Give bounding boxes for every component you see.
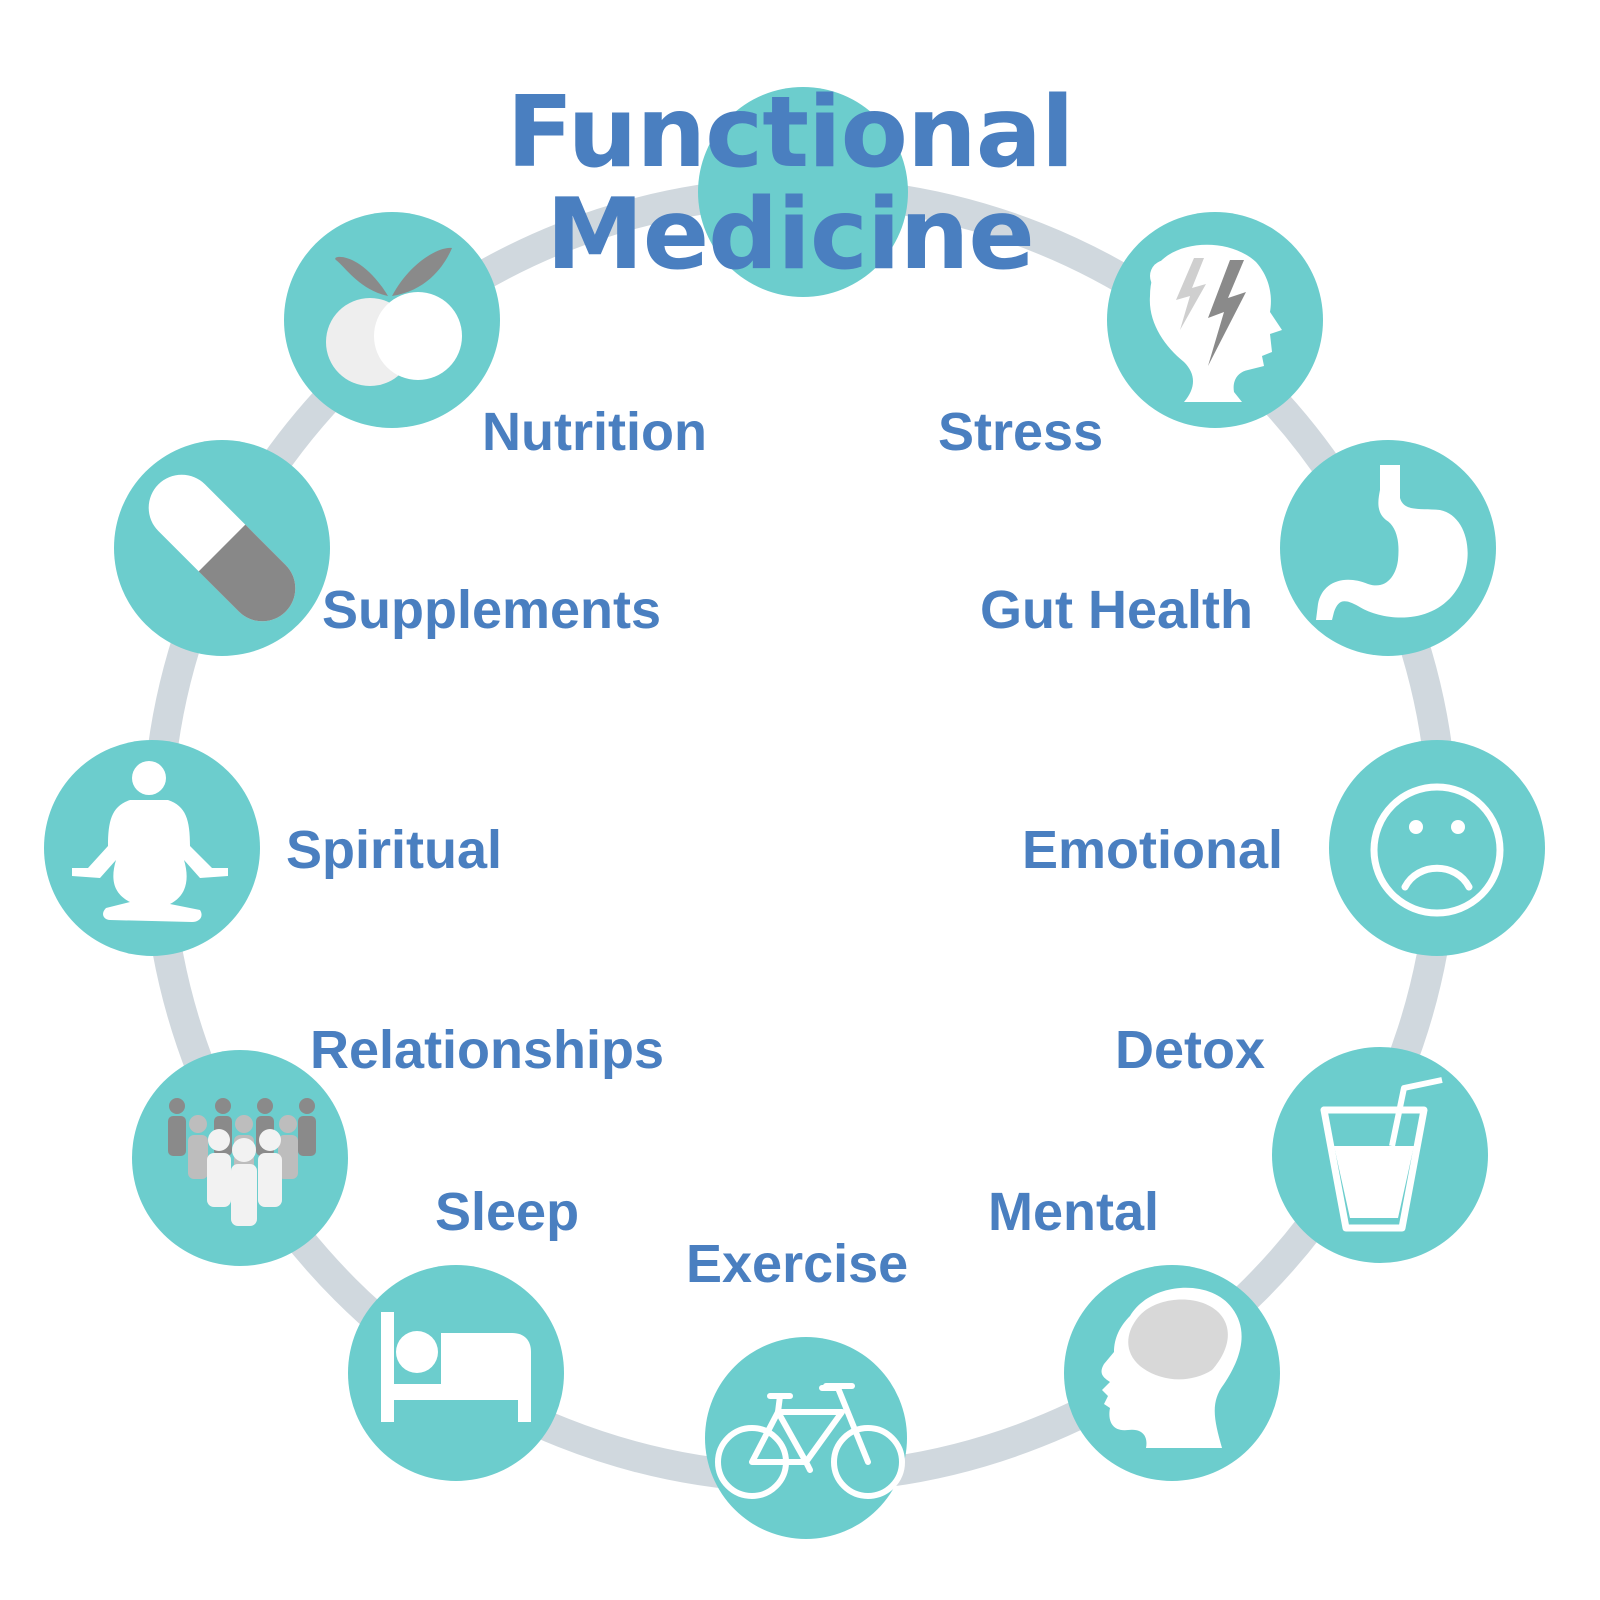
pill-icon bbox=[148, 474, 296, 622]
node-spiritual bbox=[44, 740, 260, 956]
label-nutrition: Nutrition bbox=[482, 402, 707, 462]
top-circle bbox=[698, 87, 908, 297]
node-nutrition bbox=[284, 212, 500, 428]
node-stress bbox=[1107, 212, 1323, 428]
node-exercise bbox=[705, 1337, 907, 1539]
label-supplements: Supplements bbox=[322, 580, 662, 640]
node-relationships bbox=[132, 1050, 348, 1266]
label-relationships: Relationships bbox=[310, 1020, 665, 1080]
node-detox bbox=[1272, 1047, 1488, 1263]
label-emotional: Emotional bbox=[1022, 820, 1284, 880]
node-mental bbox=[1064, 1265, 1280, 1481]
label-stress: Stress bbox=[938, 402, 1104, 462]
label-mental: Mental bbox=[988, 1182, 1160, 1242]
bicycle-icon bbox=[715, 1383, 905, 1499]
brain-head-icon bbox=[1101, 1287, 1242, 1448]
title-line-1: Functional bbox=[506, 76, 1075, 190]
meditation-icon bbox=[72, 761, 228, 922]
label-exercise: Exercise bbox=[686, 1234, 909, 1294]
stomach-icon bbox=[1316, 465, 1468, 620]
label-spiritual: Spiritual bbox=[286, 820, 503, 880]
fruit-icon bbox=[326, 247, 462, 386]
people-group-icon bbox=[168, 1098, 316, 1226]
node-sleep bbox=[348, 1265, 564, 1481]
label-gut-health: Gut Health bbox=[980, 580, 1254, 640]
stressed-head-icon bbox=[1149, 244, 1282, 402]
title-line-2: Medicine bbox=[546, 178, 1035, 292]
drink-cup-icon bbox=[1320, 1077, 1443, 1232]
node-supplements bbox=[114, 440, 330, 656]
node-gut-health bbox=[1280, 440, 1496, 656]
label-detox: Detox bbox=[1115, 1020, 1266, 1080]
sad-face-icon bbox=[1370, 783, 1504, 917]
node-emotional bbox=[1329, 740, 1545, 956]
bed-icon bbox=[381, 1312, 531, 1422]
label-sleep: Sleep bbox=[435, 1182, 580, 1242]
